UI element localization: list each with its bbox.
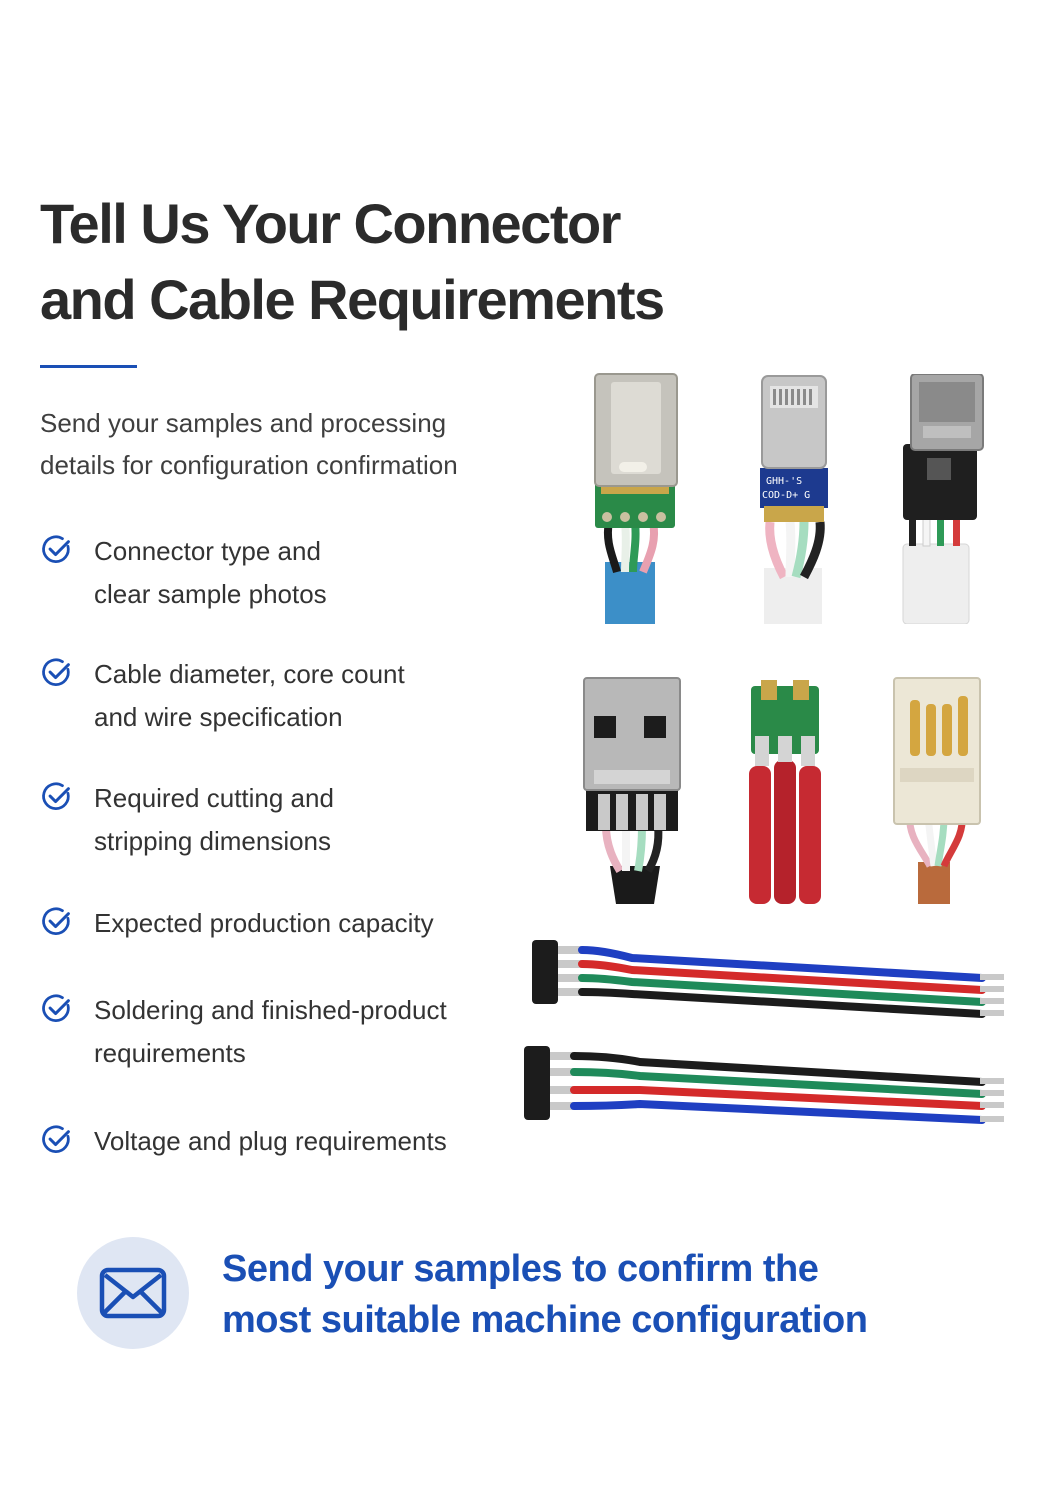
requirement-label: Required cutting and stripping dimension… bbox=[94, 777, 334, 863]
page-title: Tell Us Your Connector and Cable Require… bbox=[40, 186, 665, 338]
pcb-red-cable-photo bbox=[749, 680, 821, 904]
requirement-line-2: stripping dimensions bbox=[94, 826, 332, 856]
requirement-item-cutting-stripping: Required cutting and stripping dimension… bbox=[40, 777, 500, 863]
requirement-line-1: Connector type and bbox=[94, 536, 321, 566]
requirement-line-2: requirements bbox=[94, 1038, 246, 1068]
check-circle-icon bbox=[42, 535, 70, 563]
wire-harness-photo-upper bbox=[532, 940, 1004, 1018]
check-circle-icon bbox=[42, 907, 70, 935]
requirement-line-1: Required cutting and bbox=[94, 783, 334, 813]
cta-line-1: Send your samples to confirm the bbox=[222, 1248, 819, 1290]
requirement-item-connector-type: Connector type and clear sample photos bbox=[40, 530, 500, 616]
cta-message: Send your samples to confirm the most su… bbox=[222, 1244, 868, 1346]
check-circle-icon bbox=[42, 658, 70, 686]
cta-icon-badge bbox=[77, 1237, 189, 1349]
requirement-label: Soldering and finished-product requireme… bbox=[94, 989, 447, 1075]
intro-line-1: Send your samples and processing bbox=[40, 408, 447, 438]
usb-c-connector-photo bbox=[594, 373, 678, 624]
requirement-line-2: and wire specification bbox=[94, 702, 343, 732]
requirement-line-1: Soldering and finished-product bbox=[94, 995, 447, 1025]
usb-a-connector-photo bbox=[583, 677, 681, 904]
requirement-label: Voltage and plug requirements bbox=[94, 1120, 447, 1163]
requirement-label: Cable diameter, core count and wire spec… bbox=[94, 653, 405, 739]
requirement-item-cable-diameter: Cable diameter, core count and wire spec… bbox=[40, 653, 500, 739]
intro-text: Send your samples and processing details… bbox=[40, 402, 510, 486]
page-title-line-2: and Cable Requirements bbox=[40, 268, 665, 331]
requirement-item-voltage-plug: Voltage and plug requirements bbox=[40, 1120, 500, 1163]
pcb-marking: COD-D+ G bbox=[762, 490, 810, 501]
envelope-icon bbox=[99, 1267, 167, 1319]
requirement-line-1: Cable diameter, core count bbox=[94, 659, 405, 689]
micro-usb-connector-photo bbox=[902, 374, 984, 624]
page-title-line-1: Tell Us Your Connector bbox=[40, 192, 621, 255]
intro-line-2: details for configuration confirmation bbox=[40, 450, 458, 480]
requirement-label: Connector type and clear sample photos bbox=[94, 530, 327, 616]
lightning-connector-photo: GHH-'S COD-D+ G bbox=[760, 375, 828, 624]
check-circle-icon bbox=[42, 994, 70, 1022]
requirement-line-1: Voltage and plug requirements bbox=[94, 1126, 447, 1156]
requirement-item-production-capacity: Expected production capacity bbox=[40, 902, 500, 945]
check-circle-icon bbox=[42, 782, 70, 810]
cta-line-2: most suitable machine configuration bbox=[222, 1299, 868, 1341]
requirement-line-2: clear sample photos bbox=[94, 579, 327, 609]
pcb-marking: GHH-'S bbox=[766, 476, 802, 487]
check-circle-icon bbox=[42, 1125, 70, 1153]
requirement-item-soldering: Soldering and finished-product requireme… bbox=[40, 989, 500, 1075]
wire-harness-photo-lower bbox=[524, 1046, 1004, 1124]
requirement-label: Expected production capacity bbox=[94, 902, 434, 945]
requirement-line-1: Expected production capacity bbox=[94, 908, 434, 938]
title-divider bbox=[40, 365, 137, 368]
four-pin-connector-photo bbox=[893, 677, 981, 904]
